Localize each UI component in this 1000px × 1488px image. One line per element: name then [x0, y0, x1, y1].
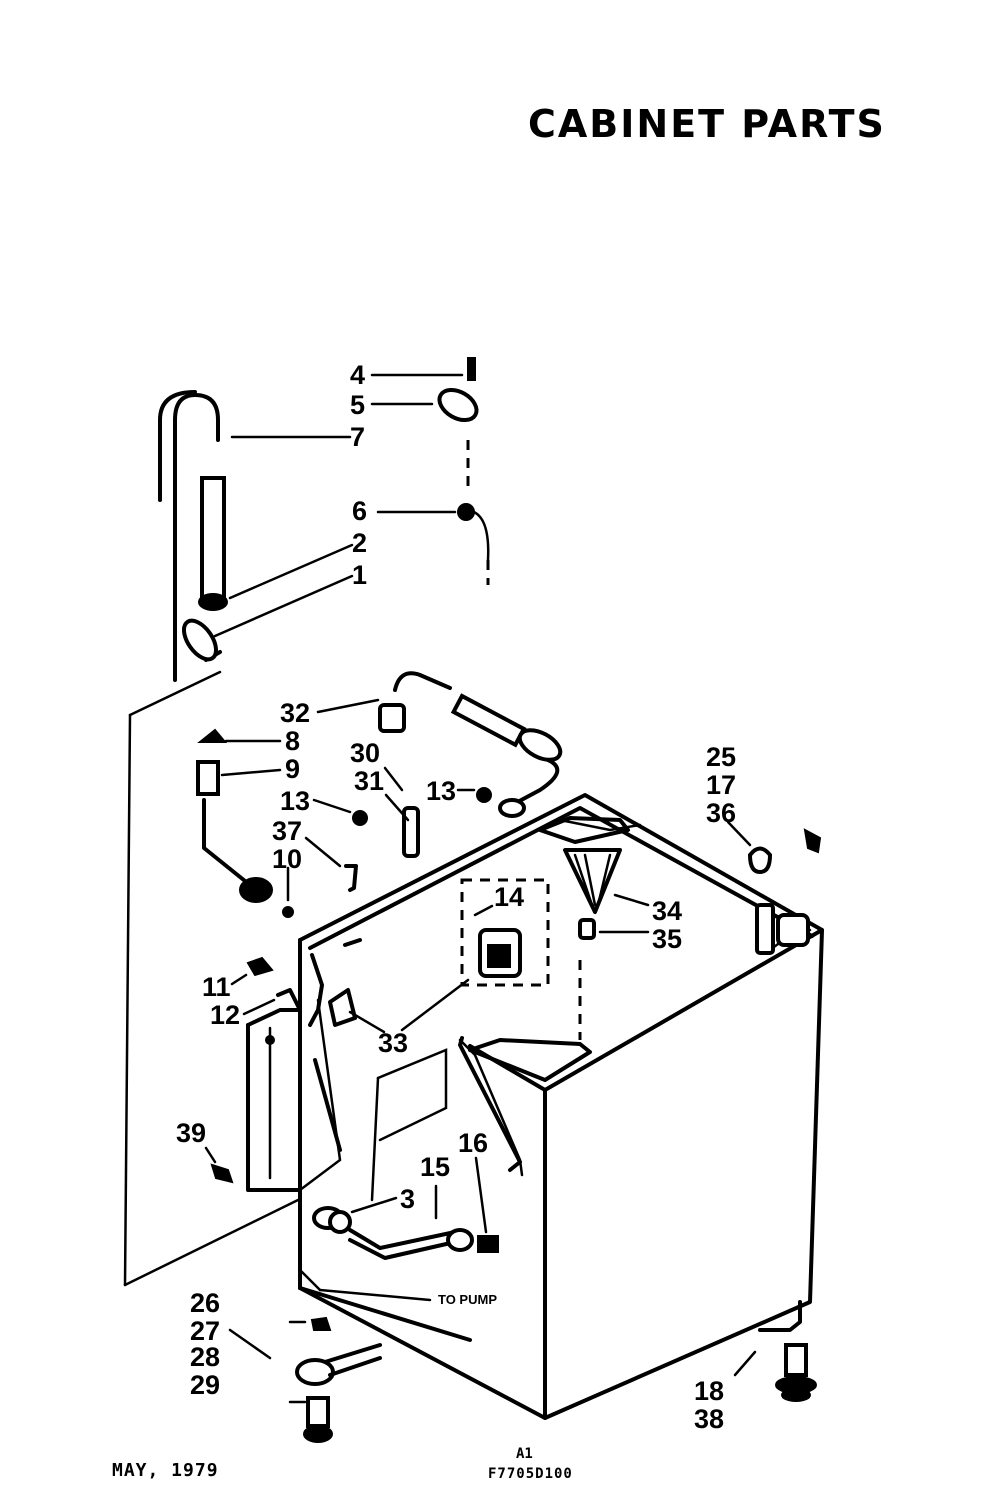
callout-14: 14 [494, 882, 525, 912]
callout-13-left: 13 [280, 786, 311, 816]
callout-32: 32 [280, 698, 311, 728]
callout-39: 39 [176, 1118, 207, 1148]
callout-6: 6 [352, 496, 368, 526]
callout-11: 11 [202, 972, 231, 1002]
callout-28: 28 [190, 1342, 221, 1372]
callout-36: 36 [706, 798, 737, 828]
corner-brace-top [538, 816, 630, 844]
part-31 [402, 806, 420, 858]
fill-hose-32 [378, 671, 563, 818]
callout-13-right: 13 [426, 776, 457, 806]
callout-17: 17 [706, 770, 737, 800]
part-25 [803, 828, 822, 854]
callout-5: 5 [350, 390, 366, 420]
callout-4: 4 [350, 360, 366, 390]
footer-code: F7705D100 [488, 1466, 573, 1482]
clip-13-b [476, 787, 492, 803]
callout-37: 37 [272, 816, 303, 846]
callout-15: 15 [420, 1152, 451, 1182]
top-small-parts [437, 357, 490, 585]
callout-3: 3 [400, 1184, 416, 1214]
callout-9: 9 [285, 754, 301, 784]
callout-8: 8 [285, 726, 301, 756]
page-title: CABINET PARTS [528, 102, 886, 146]
part-36 [747, 846, 773, 875]
callout-33: 33 [378, 1028, 409, 1058]
callout-25: 25 [706, 742, 737, 772]
footer-date: MAY, 1979 [112, 1460, 219, 1481]
pump-hose-parts [312, 1206, 499, 1260]
footer-revision: A1 [516, 1446, 533, 1462]
callout-10: 10 [272, 844, 303, 874]
clip-13-a [352, 810, 368, 826]
callout-30: 30 [350, 738, 381, 768]
callout-31: 31 [354, 766, 385, 796]
callout-38: 38 [694, 1404, 725, 1434]
callout-27: 27 [190, 1316, 221, 1346]
clamp-33-a [328, 988, 357, 1027]
left-column-parts [196, 728, 358, 918]
drain-hose-parts [158, 390, 228, 682]
switch-box [460, 878, 550, 987]
cabinet-body [298, 793, 824, 1420]
callout-34: 34 [652, 896, 683, 926]
callout-29: 29 [190, 1370, 221, 1400]
callout-2: 2 [352, 528, 368, 558]
leg-assembly-left [295, 1316, 382, 1443]
callout-12: 12 [210, 1000, 241, 1030]
callout-7: 7 [350, 422, 366, 452]
callout-16: 16 [458, 1128, 489, 1158]
callout-1: 1 [352, 560, 368, 590]
to-pump-label: TO PUMP [438, 1292, 497, 1307]
side-panel-outline [123, 670, 300, 1287]
tub-support-cone [563, 848, 622, 940]
side-bracket [246, 956, 302, 1192]
callout-18: 18 [694, 1376, 725, 1406]
clamp-33-b [343, 938, 362, 947]
callout-35: 35 [652, 924, 683, 954]
callout-26: 26 [190, 1288, 221, 1318]
leg-assembly-right [758, 1300, 817, 1402]
corner-brace-front [468, 1038, 592, 1082]
screw-39 [210, 1163, 234, 1184]
leader-lines [204, 373, 757, 1404]
